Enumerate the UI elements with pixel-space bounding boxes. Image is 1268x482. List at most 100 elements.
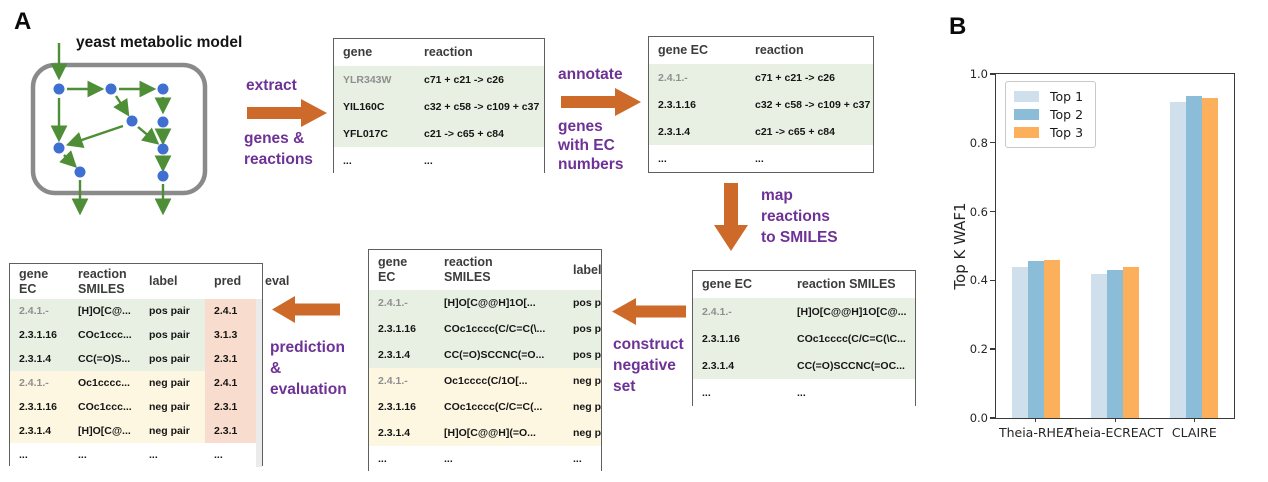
ytick-label: 1.0	[969, 67, 988, 81]
table-cell: COc1ccc...	[78, 329, 132, 341]
xtick-label: Theia-RHEA	[998, 425, 1073, 440]
bar-Theia-RHEA-Top3	[1043, 259, 1060, 418]
table-header-cell: gene	[343, 45, 373, 59]
table-cell: CC(=O)SCCNC(=OC...	[797, 359, 905, 372]
table-cell: neg pair	[149, 401, 190, 413]
table-row: 2.3.1.16 COc1cccc(C/C=C(... neg pair	[369, 394, 601, 420]
ytick-mark	[990, 348, 996, 350]
bar-CLAIRE-Top3	[1202, 98, 1219, 418]
table-cell: 2.4.1	[205, 299, 256, 323]
table-row: ......	[649, 145, 873, 172]
table-cell: [H]O[C@@H](=O...	[444, 427, 536, 439]
step-prediction-caption: prediction & evaluation	[270, 339, 347, 398]
table-cell: [H]O[C@...	[78, 425, 131, 437]
table-cell: CC(=O)S...	[78, 353, 131, 365]
legend-label: Top 3	[1050, 125, 1084, 140]
table-row: ......	[693, 379, 915, 406]
table-cell: tp	[256, 299, 262, 323]
table-cell: ...	[755, 152, 764, 165]
table-header-cell: pred	[214, 274, 242, 288]
table-cell: Oc1cccc(C/1O[...	[444, 375, 528, 387]
table-row: 2.4.1.-Oc1cccc(C/1O[...neg pair	[369, 368, 601, 394]
table-cell: 2.3.1.16	[378, 401, 416, 413]
table-cell: neg pair	[573, 375, 601, 387]
table-header-row: gene EC reaction SMILES	[693, 271, 915, 298]
table-cell: pos pair	[149, 353, 190, 365]
table-cell: ...	[573, 453, 582, 465]
panel-b-label: B	[949, 13, 967, 40]
ytick-label: 0.4	[969, 273, 988, 288]
step-annotate-label: annotate	[558, 66, 623, 83]
bar-CLAIRE-Top1	[1170, 101, 1187, 418]
bar-Theia-ECREACT-Top3	[1123, 266, 1139, 418]
table-cell: pos pair	[573, 297, 601, 309]
table-cell: 2.3.1.4	[658, 125, 691, 138]
table-row: 2.4.1.-c71 + c21 -> c26	[649, 64, 873, 91]
step-extract-label: extract	[246, 77, 297, 94]
table-cell: neg pair	[573, 427, 601, 439]
ytick-mark	[990, 417, 996, 419]
table-cell: COc1ccc...	[78, 401, 132, 413]
legend-swatch	[1014, 127, 1039, 138]
ytick-mark	[990, 73, 996, 75]
legend-item: Top 2	[1014, 107, 1083, 122]
table-cell: ...	[343, 154, 352, 167]
table-cell: ...	[256, 443, 262, 467]
bar-Theia-ECREACT-Top1	[1091, 273, 1107, 418]
bar-CLAIRE-Top2	[1186, 96, 1203, 418]
metabolic-network-diagram	[30, 43, 208, 216]
table-header-cell: reaction SMILES	[797, 277, 896, 291]
table-cell: [H]O[C@@H]1O[C@...	[797, 305, 907, 318]
ytick-mark	[990, 210, 996, 213]
xtick-label: CLAIRE	[1171, 425, 1217, 440]
table-cell: 2.4.1.-	[19, 377, 49, 389]
arrow-down-map-icon	[714, 183, 748, 251]
xtick-mark	[1035, 418, 1037, 422]
table-cell: ...	[19, 449, 28, 461]
table-cell: 2.3.1	[205, 395, 256, 419]
table-cell: neg pair	[149, 425, 190, 437]
table-cell: COc1cccc(C/C=C(...	[444, 401, 543, 413]
table-cell: 2.3.1.4	[19, 353, 52, 365]
bar-Theia-RHEA-Top1	[1011, 266, 1028, 418]
model-title: yeast metabolic model	[76, 34, 243, 51]
table-cell: neg pair	[573, 401, 601, 413]
table-row: 2.3.1.4[H]O[C@@H](=O...neg pair	[369, 420, 601, 446]
step-map-caption: map reactions to SMILES	[761, 187, 838, 246]
table-cell: 2.3.1.16	[702, 332, 740, 345]
table-header-cell: reaction SMILES	[78, 266, 127, 296]
table-cell: c32 + c58 -> c109 + c37	[424, 100, 540, 113]
table-cell: pos pair	[573, 349, 601, 361]
table-header-cell: gene EC	[378, 255, 408, 284]
table-cell: Oc1cccc...	[78, 377, 130, 389]
table-cell: 2.3.1	[205, 419, 256, 443]
table-cell: ...	[424, 154, 433, 167]
table-cell: c21 -> c65 + c84	[424, 127, 504, 140]
step-construct-caption: construct negative set	[613, 336, 684, 395]
table-cell: c71 + c21 -> c26	[424, 73, 504, 86]
legend-label: Top 2	[1050, 107, 1084, 122]
table-cell: tp	[256, 347, 262, 371]
bar-Theia-ECREACT-Top2	[1107, 270, 1123, 418]
table-cell: ...	[797, 386, 806, 399]
table-header-cell: gene EC	[702, 277, 753, 291]
table-cell: 2.3.1.16	[19, 329, 57, 341]
table-cell: 2.4.1.-	[702, 305, 732, 318]
arrow-right-extract-icon	[247, 99, 327, 127]
